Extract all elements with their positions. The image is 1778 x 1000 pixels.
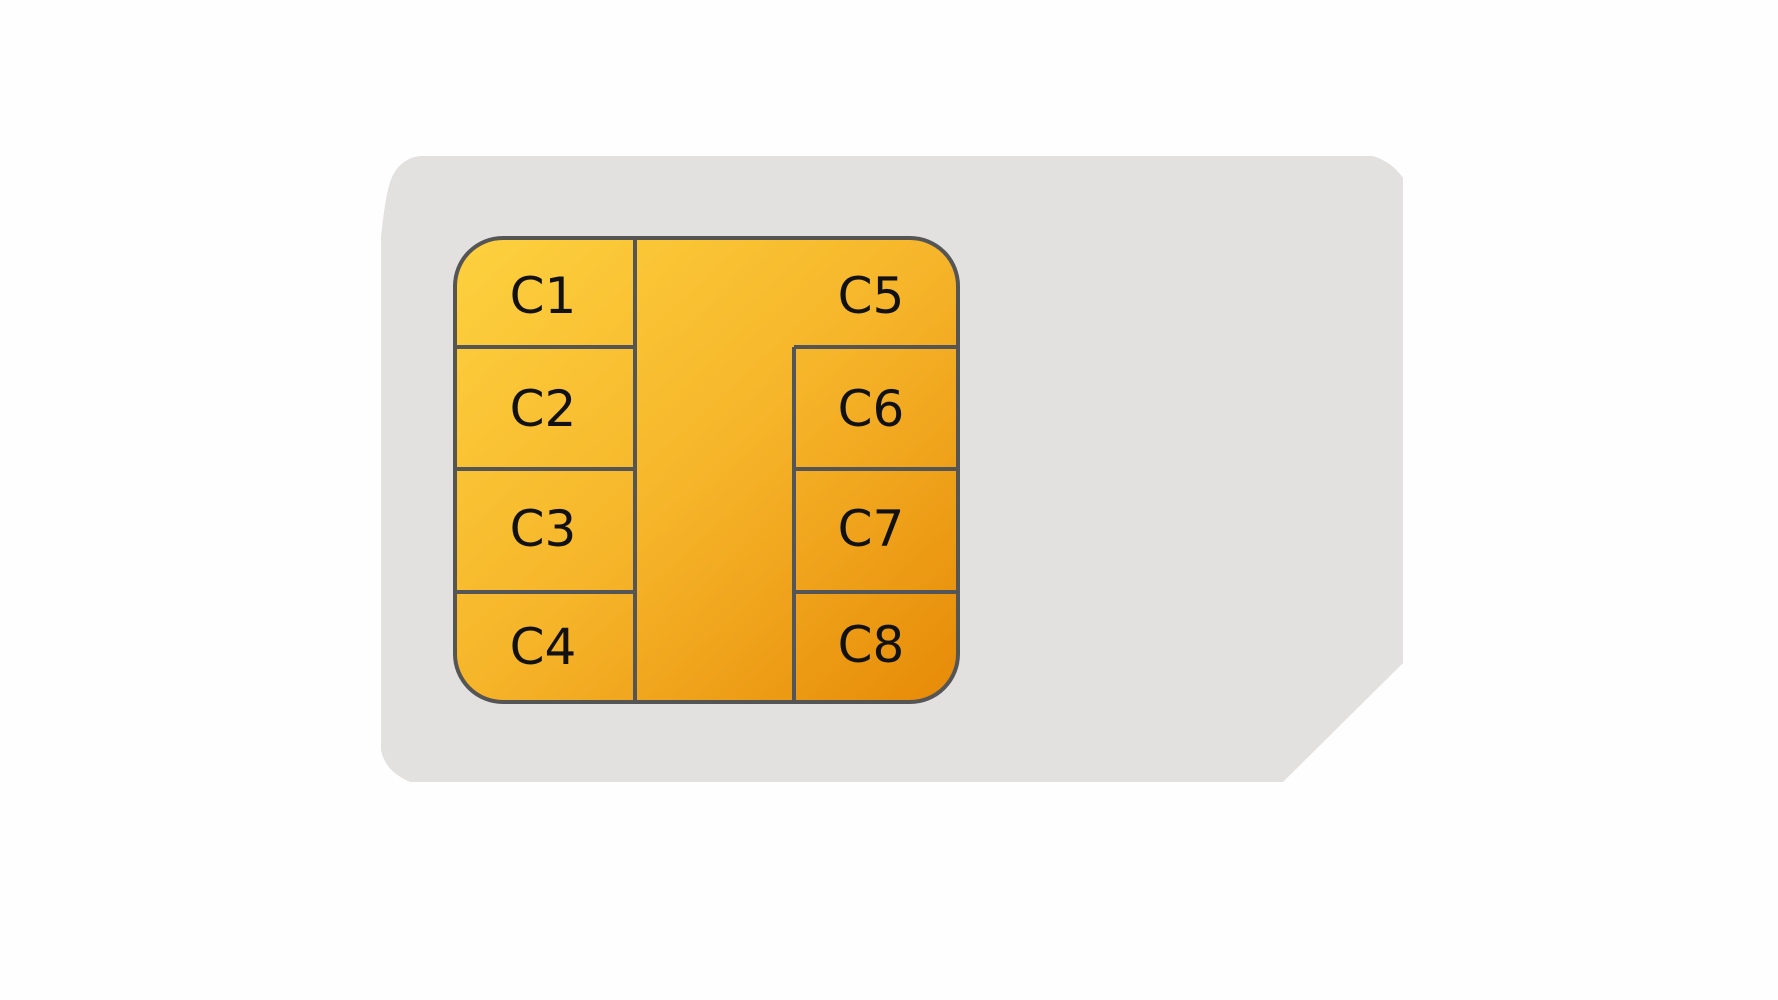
contact-label-c2: C2 (510, 380, 577, 438)
contact-label-c1: C1 (510, 267, 577, 325)
chip: C1 C2 C3 C4 C5 C6 C7 C8 (453, 236, 960, 704)
contact-label-c5: C5 (838, 267, 905, 325)
contact-label-c8: C8 (838, 616, 905, 674)
contact-label-c6: C6 (838, 380, 905, 438)
contact-label-c3: C3 (510, 500, 577, 558)
contact-label-c4: C4 (510, 618, 577, 676)
contact-label-c7: C7 (838, 500, 905, 558)
